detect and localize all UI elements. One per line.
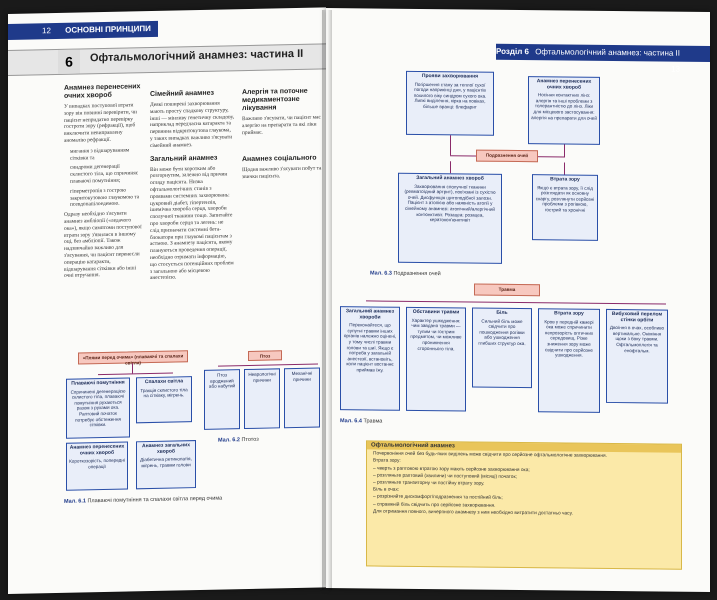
flowchart-box-ptosis-2: Неврологічні причини	[244, 368, 280, 430]
text-column-1: Анамнез перенесених очних хвороб У випад…	[64, 83, 142, 284]
box-body: Погіршення стану за теплої сухої погоди …	[413, 81, 487, 110]
text-column-3: Алергія та поточне медикаментозне лікува…	[242, 87, 322, 185]
box-body: Кров у передній камері ока може спричини…	[544, 318, 594, 358]
running-header-left: 12 ОСНОВНІ ПРИНЦИПИ	[8, 20, 158, 40]
flowchart-box-floaters: Плаваючі помутніння Спричинені дегенерац…	[66, 377, 130, 439]
page-number-right: 13	[671, 64, 680, 74]
flowchart-box-past-eye: Анамнез перенесених очних хвороб Коротко…	[66, 441, 128, 491]
flowchart-box-pain: Біль Сильний біль може свідчити про пошк…	[472, 307, 532, 389]
box-body: Носіння контактних лінз: алергія та інші…	[531, 92, 597, 121]
flowchart-box-blowout-fracture: Вибуховий перелом стінки орбіти Двоїння …	[606, 308, 668, 404]
caption-label: Мал. 6.4	[340, 418, 362, 425]
heading-allergy: Алергія та поточне медикаментозне лікува…	[242, 87, 308, 113]
connector	[218, 363, 318, 367]
caption-text: Птотоз	[241, 436, 259, 444]
paragraph: Деякі поширені захворювання мають просту…	[150, 100, 234, 149]
box-title: Вибуховий перелом стінки орбіти	[611, 310, 663, 324]
connector	[450, 135, 451, 156]
bullet-item: мигання з відшаруванням сітківки та	[70, 147, 130, 162]
box-title: Біль	[496, 309, 508, 316]
chapter-title: Офтальмологічний анамнез: частина II	[90, 47, 304, 65]
caption-label: Мал. 6.2	[218, 437, 240, 444]
left-page: 12 ОСНОВНІ ПРИНЦИПИ 6 Офтальмологічний а…	[8, 7, 326, 594]
flowchart-box-general-history: Загальний анамнез хвороб Захворювання сп…	[398, 172, 502, 264]
right-page: Розділ 6 Офтальмологічний анамнез: части…	[326, 8, 710, 593]
caption-text: Подразнення очей	[393, 270, 441, 278]
summary-body: Почервоніння очей без будь-яких виділень…	[367, 450, 681, 522]
book-spine-shadow	[322, 10, 332, 590]
box-title: Анамнез загальних хвороб	[142, 442, 190, 455]
box-title: Втрата зору	[550, 176, 580, 183]
page-number-left: 12	[42, 26, 51, 36]
box-body: Сильний біль може свідчити про пошкоджен…	[478, 318, 526, 347]
figure-caption-6-3: Мал. 6.3 Подразнення очей	[370, 270, 441, 277]
figure-caption-6-2: Мал. 6.2 Птотоз	[218, 437, 259, 444]
caption-text: Плаваючі помутніння та спалахи світла пе…	[87, 495, 223, 505]
connector	[450, 161, 451, 174]
connector	[564, 162, 565, 175]
box-body: Захворювання сполучної тканини (ревматої…	[404, 183, 496, 223]
bullet-item: синдроми дегенерації склистого тіла, що …	[70, 164, 139, 185]
flowchart-box-circumstances: Обставини травми Характер ушкодження: чи…	[406, 306, 466, 412]
flowchart-root-floaters: «Плями перед очима» (плаваючі та спалахи…	[78, 350, 188, 365]
heading-family-history: Сімейний анамнез	[150, 89, 214, 99]
flowchart-box-general: Анамнез загальних хвороб Діабетична рети…	[136, 440, 196, 490]
figure-caption-6-4: Мал. 6.4 Травма	[340, 418, 382, 424]
flowchart-root-trauma: Травма	[474, 283, 540, 297]
box-body: Діабетична ретинопатія, мігрень, травми …	[140, 456, 192, 468]
chapter-banner: 6 Офтальмологічний анамнез: частина II	[8, 43, 326, 76]
caption-label: Мал. 6.1	[64, 498, 86, 505]
box-title: Обставини травми	[412, 308, 460, 316]
connector	[132, 363, 133, 374]
flowchart-root-irritation: Подразнення очей	[476, 149, 538, 163]
bullet-item: гіперметропія з гострою закритокутовою г…	[70, 187, 140, 209]
paragraph: У випадках поступової втрати зору він по…	[64, 102, 137, 144]
paragraph: Важливо з'ясувати, чи пацієнт має алергі…	[242, 114, 321, 136]
box-body: Короткозорість, попередні операції	[69, 457, 125, 470]
box-title: Плаваючі помутніння	[71, 379, 125, 387]
text-column-2: Сімейний анамнез Деякі поширені захворюв…	[150, 89, 234, 286]
box-body: Переконайтеся, що супутні травми інших о…	[343, 322, 397, 373]
summary-box: Офтальмологічний анамнез Почервоніння оч…	[366, 440, 682, 570]
flowchart-box-flashes: Спалахи світла Тракція склистого тіла на…	[136, 376, 192, 424]
box-body: Тракція склистого тіла на сітківку, мігр…	[140, 386, 188, 399]
connector	[564, 144, 565, 157]
flowchart-box-ptosis-1: Птоз вроджений або набутий	[204, 369, 240, 430]
box-body: Характер ушкодження: чим завдано травми …	[410, 317, 462, 351]
box-title: Втрата зору	[554, 310, 584, 317]
flowchart-box-manifestation: Прояви захворювання Погіршення стану за …	[406, 70, 494, 136]
box-title: Анамнез перенесених очних хвороб	[69, 443, 125, 457]
caption-label: Мал. 6.3	[370, 270, 392, 277]
figure-caption-6-1: Мал. 6.1 Плаваючі помутніння та спалахи …	[64, 496, 222, 505]
chapter-number: 6	[58, 49, 80, 74]
box-body: Якщо є втрата зору, її слід розглядати я…	[535, 184, 595, 213]
box-title: Анамнез перенесених очних хвороб	[536, 78, 592, 91]
running-head-left: ОСНОВНІ ПРИНЦИПИ	[65, 24, 151, 35]
heading-past-eye-history: Анамнез перенесених очних хвороб	[64, 83, 141, 100]
connector	[366, 300, 666, 305]
running-title-right: Офтальмологічний анамнез: частина II	[535, 47, 681, 58]
running-head-right: Розділ 6	[496, 46, 529, 57]
paragraph: Одразу необхідно з'ясувати анамнез амблі…	[64, 210, 142, 280]
flowchart-root-ptosis: Птоз	[248, 350, 282, 361]
flowchart-box-ptosis-3: Механічні причини	[284, 367, 320, 429]
paragraph: Він може бути коротким або розгорнутим, …	[150, 165, 234, 282]
box-body: Спричинені дегенерацією склистого тіла, …	[70, 388, 126, 428]
running-header-right: Розділ 6 Офтальмологічний анамнез: части…	[496, 43, 710, 74]
box-title: Загальний анамнез хвороб	[416, 174, 484, 182]
flowchart-box-vision-loss: Втрата зору Якщо є втрата зору, її слід …	[532, 174, 598, 241]
heading-general-history: Загальний анамнез	[150, 154, 218, 163]
box-body: Двоїння в очах, особливо вертикальне. Он…	[609, 325, 665, 353]
heading-social-history: Анамнез соціального	[242, 154, 317, 164]
paragraph: Щодня важливо з'ясувати побут та звички …	[242, 165, 322, 181]
flowchart-box-vision-loss-trauma: Втрата зору Кров у передній камері ока м…	[538, 308, 600, 413]
connector	[98, 372, 173, 376]
caption-text: Травма	[363, 418, 383, 425]
box-title: Загальний анамнез хвороби	[345, 308, 395, 321]
flowchart-box-general-trauma: Загальний анамнез хвороби Переконайтеся,…	[340, 306, 400, 411]
box-title: Спалахи світла	[144, 378, 184, 386]
flowchart-box-past-eye-history: Анамнез перенесених очних хвороб Носіння…	[528, 76, 600, 145]
box-title: Прояви захворювання	[421, 73, 479, 80]
